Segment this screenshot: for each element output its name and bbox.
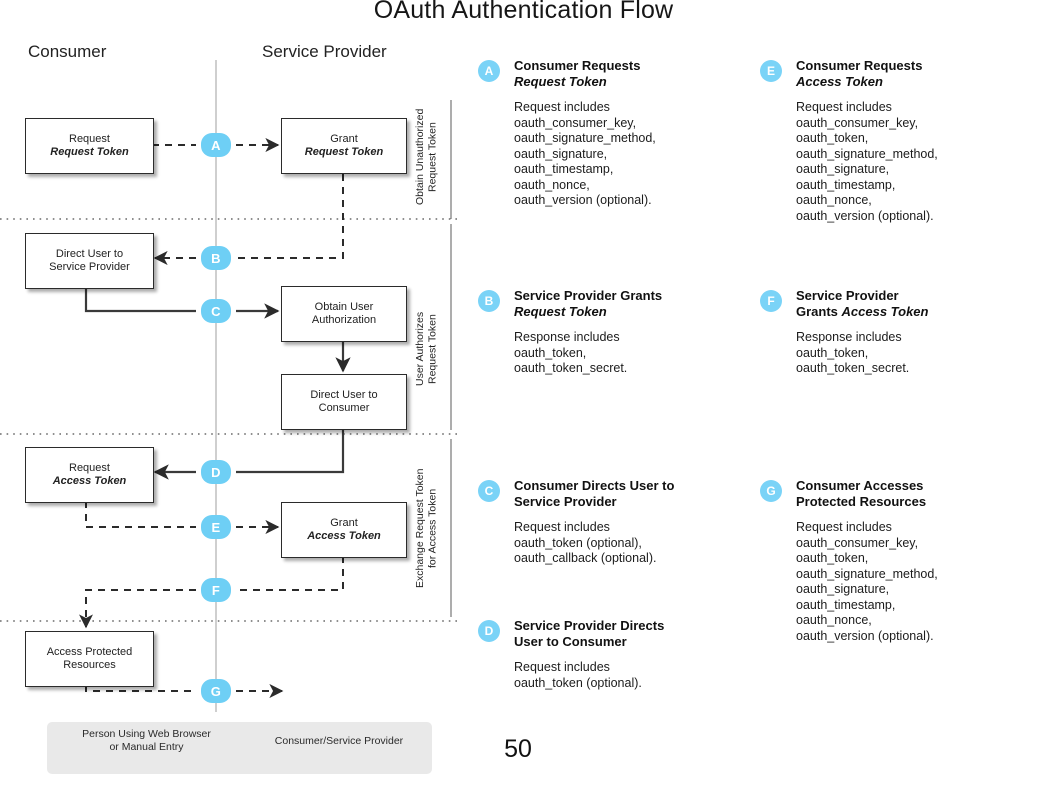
flow-step-badge-e[interactable]: E [201,515,231,539]
flow-step-badge-f[interactable]: F [201,578,231,602]
column-header-service-provider: Service Provider [262,42,387,61]
desc-head-line1: Consumer Requests [796,58,923,73]
flow-box-request-access-token[interactable]: Request Access Token [25,447,154,503]
flow-box-direct-user-to-service-provider[interactable]: Direct User to Service Provider [25,233,154,289]
desc-body-b: Response includes oauth_token, oauth_tok… [514,330,628,375]
phase-line2: Request Token [426,122,439,192]
desc-body-f: Response includes oauth_token, oauth_tok… [796,330,910,375]
flow-box-line2: Authorization [311,314,377,326]
desc-badge-a[interactable]: A [478,60,500,82]
legend-dashed-caption: Consumer/Service Provider [274,735,404,747]
desc-head-line1: Consumer Directs User to [514,478,675,493]
page-number: 50 [504,735,532,763]
desc-item-f: F Service Provider Grants Access Token R… [760,288,1032,377]
flow-box-line1: Direct User to [310,388,378,401]
flow-box-line1: Request [69,461,110,474]
phase-line2: Request Token [426,314,439,384]
flow-box-grant-access-token[interactable]: Grant Access Token [281,502,407,558]
desc-body-c: Request includes oauth_token (optional),… [514,520,657,565]
desc-badge-g[interactable]: G [760,480,782,502]
desc-badge-f[interactable]: F [760,290,782,312]
desc-head-c: Consumer Directs User to Service Provide… [514,478,750,509]
column-header-consumer: Consumer [28,42,107,61]
flow-box-line2: Consumer [318,402,370,414]
flow-box-line2: Access Token [52,475,127,487]
desc-head-d: Service Provider Directs User to Consume… [514,618,750,649]
desc-head-line1: Consumer Requests [514,58,641,73]
desc-head-a: Consumer Requests Request Token [514,58,750,89]
oauth-flow-diagram: Consumer Service Provider Request Reques… [0,0,470,785]
desc-item-g: G Consumer Accesses Protected Resources … [760,478,1032,644]
flow-box-line2: Request Token [50,146,129,158]
desc-item-a: A Consumer Requests Request Token Reques… [478,58,750,209]
desc-item-d: D Service Provider Directs User to Consu… [478,618,750,691]
desc-badge-d[interactable]: D [478,620,500,642]
desc-head-line2: Protected Resources [796,493,927,509]
desc-body-e: Request includes oauth_consumer_key, oau… [796,100,938,223]
desc-head-line1: Consumer Accesses [796,478,924,493]
phase-line1: User Authorizes [414,311,426,387]
flow-box-line1: Request [69,132,110,145]
phase-label-user-authorizes-request-token: User Authorizes Request Token [414,288,439,410]
legend-solid-line1: Person Using Web Browser [82,728,211,740]
desc-item-b: B Service Provider Grants Request Token … [478,288,750,377]
flow-box-line2: Resources [63,659,116,671]
desc-badge-e[interactable]: E [760,60,782,82]
flow-step-badge-c[interactable]: C [201,299,231,323]
desc-badge-b[interactable]: B [478,290,500,312]
flow-step-badge-d[interactable]: D [201,460,231,484]
desc-head-line2: Request Token [514,303,607,319]
desc-item-e: E Consumer Requests Access Token Request… [760,58,1032,224]
phase-line1: Obtain Unauthorized [414,108,426,206]
flow-step-badge-b[interactable]: B [201,246,231,270]
desc-head-line1: Service Provider Grants [514,288,663,303]
flow-box-access-protected-resources[interactable]: Access Protected Resources [25,631,154,687]
desc-head-line2-emphasis: Access Token [841,303,929,319]
desc-head-e: Consumer Requests Access Token [796,58,1032,89]
flow-box-line1: Grant [330,132,358,145]
flow-box-line2: Service Provider [49,261,130,273]
desc-badge-c[interactable]: C [478,480,500,502]
desc-head-line1: Service Provider Directs [514,618,665,633]
desc-head-b: Service Provider Grants Request Token [514,288,750,319]
desc-head-f: Service Provider Grants Access Token [796,288,1032,319]
flow-box-line2: Request Token [304,146,384,158]
flow-box-line1: Grant [330,516,358,529]
desc-head-line2: Access Token [796,73,883,89]
desc-head-g: Consumer Accesses Protected Resources [796,478,1032,509]
flow-box-grant-request-token[interactable]: Grant Request Token [281,118,407,174]
flow-step-badge-g[interactable]: G [201,679,231,703]
phase-label-obtain-unauthorized-request-token: Obtain Unauthorized Request Token [414,96,439,218]
legend [47,722,432,774]
desc-head-line2-plain: Grants [796,303,842,319]
flow-box-obtain-user-authorization[interactable]: Obtain User Authorization [281,286,407,342]
step-descriptions-panel: A Consumer Requests Request Token Reques… [478,0,1047,785]
flow-box-line2: Access Token [307,530,381,542]
desc-body-a: Request includes oauth_consumer_key, oau… [514,100,656,207]
desc-body-g: Request includes oauth_consumer_key, oau… [796,520,938,643]
desc-head-line2: Service Provider [514,493,617,509]
flow-box-line1: Obtain User [314,300,374,313]
legend-solid-line2: or Manual Entry [109,741,184,753]
flow-box-line1: Direct User to [55,247,124,260]
flow-box-request-request-token[interactable]: Request Request Token [25,118,154,174]
flow-box-line1: Access Protected [46,645,133,658]
phase-line2: for Access Token [426,488,439,568]
phase-label-exchange-request-token-for-access-token: Exchange Request Token for Access Token [414,444,439,612]
legend-solid-caption: Person Using Web Browser or Manual Entry [54,728,239,754]
phase-line1: Exchange Request Token [414,468,426,588]
flow-box-direct-user-to-consumer[interactable]: Direct User to Consumer [281,374,407,430]
page-title: OAuth Authentication Flow [373,0,674,24]
desc-head-line2: Request Token [514,73,607,89]
desc-body-d: Request includes oauth_token (optional). [514,660,642,690]
desc-head-line1: Service Provider [796,288,899,303]
flow-step-badge-a[interactable]: A [201,133,231,157]
desc-item-c: C Consumer Directs User to Service Provi… [478,478,750,567]
desc-head-line2: User to Consumer [514,633,627,649]
